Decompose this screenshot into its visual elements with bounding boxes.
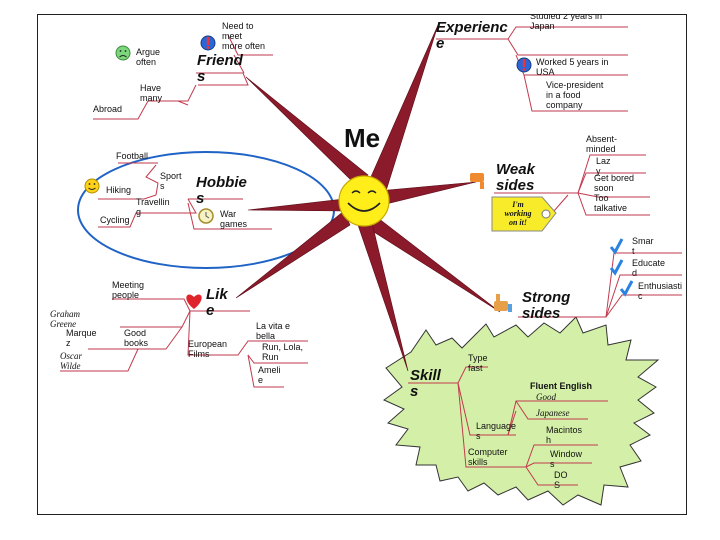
skills-item: Computer skills xyxy=(468,447,508,467)
branch-label-friends: Friend s xyxy=(197,52,243,85)
like-item: Meeting people xyxy=(112,280,145,300)
hobbies-item: Cycling xyxy=(100,215,130,225)
friends-item: Need to meet more often xyxy=(222,21,266,51)
like-item: Run, Lola, Run xyxy=(262,342,304,362)
skills-item: Language s xyxy=(476,421,517,441)
spoke-hobbies xyxy=(247,198,345,212)
friends-item: Have many xyxy=(140,83,163,103)
spokes xyxy=(235,24,501,372)
hobbies-item: Sport s xyxy=(160,171,182,191)
branch-label-hobbies: Hobbie s xyxy=(196,174,247,207)
experience-item: Vice-president in a food company xyxy=(546,80,604,110)
skills-item: Japanese xyxy=(536,408,570,418)
center-sun xyxy=(338,175,390,227)
like-item: European Films xyxy=(188,339,228,359)
weak-sides-item: Get bored soon xyxy=(594,173,635,193)
skills-star-shape xyxy=(383,316,660,506)
branch-label-strong-sides: Strong sides xyxy=(522,289,571,322)
branch-label-experience: Experienc e xyxy=(436,19,508,52)
strong-sides-item: Enthusiasti c xyxy=(638,281,683,301)
branch-lines xyxy=(60,26,682,486)
experience-item: Worked 5 years in USA xyxy=(536,57,609,77)
like-item: Oscar Wilde xyxy=(60,351,82,371)
weak-sides-item: Absent- minded xyxy=(586,134,618,154)
friends-item: Abroad xyxy=(93,104,123,114)
like-item: La vita e bella xyxy=(256,321,291,341)
branch-label-weak-sides: Weak sides xyxy=(496,161,535,194)
skills-item: DO S xyxy=(554,470,568,490)
sun-smile xyxy=(347,202,381,212)
heart-icon xyxy=(186,294,202,309)
thumbs-up-icon xyxy=(494,294,512,312)
mind-map-frame: Me Experienc e Studied 2 years in Japan … xyxy=(37,14,687,515)
like-item: Marque z xyxy=(66,328,97,348)
hobbies-item: Travellin g xyxy=(136,197,170,217)
clock-icon xyxy=(198,208,214,224)
checkmark-icon-enthusiastic xyxy=(619,280,634,297)
skills-item: Good xyxy=(536,392,556,402)
exclamation-icon-experience xyxy=(516,57,532,73)
working-on-it-tag: I'm working on it! xyxy=(504,200,532,227)
spoke-weak-sides xyxy=(377,181,477,206)
experience-item: Studied 2 years in Japan xyxy=(530,14,603,31)
hobbies-item: War games xyxy=(220,209,248,229)
weak-sides-item: Too talkative xyxy=(594,193,628,213)
branch-label-skills: Skill s xyxy=(410,367,441,400)
smiley-icon xyxy=(84,178,100,194)
weak-sides-item: Laz y xyxy=(596,156,611,176)
spoke-experience xyxy=(369,24,439,192)
tag-icon xyxy=(491,196,557,232)
branch-label-like: Lik e xyxy=(206,286,228,319)
like-item: Graham Greene xyxy=(50,309,81,329)
mind-map-canvas xyxy=(60,24,682,506)
strong-sides-item: Smar t xyxy=(632,236,654,256)
friends-item: Argue often xyxy=(136,47,161,67)
hobbies-item: Hiking xyxy=(106,185,132,195)
like-item: Good books xyxy=(124,328,149,348)
skills-item: Type fast xyxy=(468,353,488,373)
checkmark-icon-smart xyxy=(609,238,624,255)
like-item: Ameli e xyxy=(258,365,281,385)
sun-eye-left xyxy=(351,190,361,194)
hobbies-item: Football xyxy=(116,151,149,161)
skills-item: Window s xyxy=(550,449,583,469)
sad-face-icon xyxy=(115,45,131,61)
center-label: Me xyxy=(344,123,381,153)
skills-item: Macintos h xyxy=(546,425,583,445)
thumbs-down-icon xyxy=(470,173,484,189)
exclamation-icon-friends xyxy=(200,35,216,51)
sun-eye-right xyxy=(367,190,377,194)
spoke-like xyxy=(235,210,351,299)
strong-sides-item: Educate d xyxy=(632,258,666,278)
skills-item: Fluent English xyxy=(530,381,592,391)
checkmark-icon-educated xyxy=(609,259,624,276)
